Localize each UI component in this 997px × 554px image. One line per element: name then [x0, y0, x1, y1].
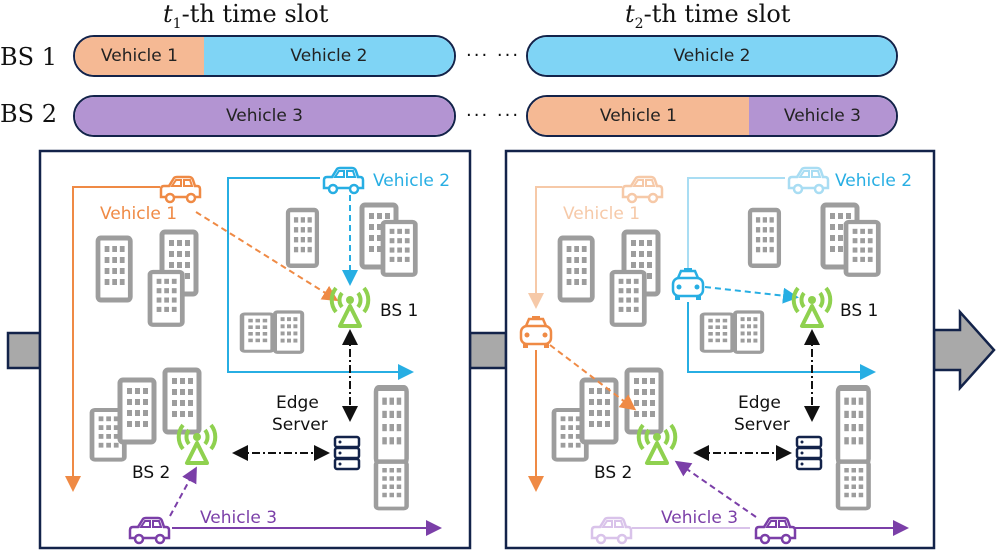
- schedule-segment-vehicle-1: Vehicle 1: [528, 97, 749, 135]
- schedule-segment-vehicle-1: Vehicle 1: [75, 37, 204, 75]
- schedule-segment-vehicle-2: Vehicle 2: [203, 37, 454, 75]
- p1-label-vehicle1: Vehicle 1: [100, 204, 177, 224]
- schedule-segment-vehicle-2: Vehicle 2: [528, 37, 896, 75]
- p2-label-vehicle3: Vehicle 3: [661, 508, 738, 528]
- schedule-segment-vehicle-3: Vehicle 3: [748, 97, 896, 135]
- slot1-bs2-schedule-bar: Vehicle 3: [73, 95, 456, 137]
- slot2-bs1-schedule-bar: Vehicle 2: [526, 35, 898, 77]
- v1-bs1-link: [195, 211, 339, 302]
- p2-label-vehicle2: Vehicle 2: [835, 171, 912, 191]
- timeline-arrow-left: [6, 331, 42, 370]
- row-label-bs2: BS 2: [0, 100, 57, 128]
- p2-v1-bs2-link: [549, 344, 637, 411]
- p1-label-vehicle2: Vehicle 2: [373, 171, 450, 191]
- v3-bs2-link: [169, 466, 197, 517]
- schedule-segment-vehicle-3: Vehicle 3: [75, 97, 454, 135]
- timeline-arrow-right: [932, 308, 996, 392]
- p2-label-bs2: BS 2: [594, 463, 632, 483]
- p2-label-server: Server: [734, 415, 790, 435]
- row-label-bs1: BS 1: [0, 43, 57, 71]
- ellipsis-bs2: ··· ···: [466, 105, 521, 126]
- edge-server-icon: [333, 435, 361, 471]
- timeline-arrow-middle: [468, 331, 508, 370]
- p1-label-bs2: BS 2: [132, 463, 170, 483]
- vehicle2-trajectory: [227, 177, 414, 380]
- ellipsis-bs1: ··· ···: [466, 45, 521, 66]
- p2-edge-server-icon: [795, 435, 823, 471]
- vehicle1-trajectory: [65, 186, 160, 492]
- p2-label-edge: Edge: [738, 393, 781, 413]
- p1-label-vehicle3: Vehicle 3: [200, 508, 277, 528]
- slot1-title: t1-th time slot: [163, 0, 329, 32]
- p2-v2-bs1-link: [704, 286, 799, 304]
- p1-label-bs1: BS 1: [380, 301, 418, 321]
- p2-v3-bs2-link: [674, 460, 757, 518]
- slot2-title: t2-th time slot: [625, 0, 791, 32]
- p1-label-server: Server: [272, 415, 328, 435]
- p1-label-edge: Edge: [276, 393, 319, 413]
- p2-label-vehicle1: Vehicle 1: [563, 204, 640, 224]
- p2-label-bs1: BS 1: [840, 301, 878, 321]
